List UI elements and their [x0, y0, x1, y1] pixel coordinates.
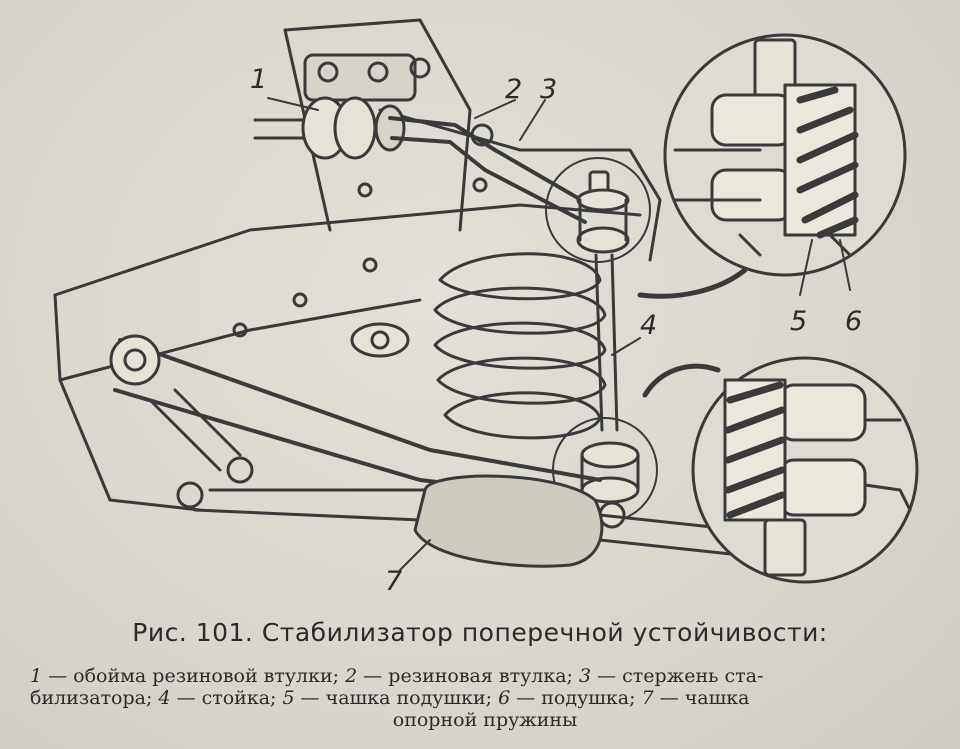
- legend-text: — стержень ста-: [591, 665, 764, 687]
- inset-upper-detail: [663, 33, 907, 277]
- legend-line: опорной пружины: [30, 709, 940, 731]
- callout-7: 7: [385, 566, 403, 597]
- legend-number: 2: [345, 665, 358, 687]
- callout-3: 3: [540, 74, 558, 105]
- figure-caption-title: Рис. 101. Стабилизатор поперечной устойч…: [132, 618, 828, 647]
- stabilizer-bar: [357, 116, 592, 224]
- callout-2: 2: [505, 74, 523, 105]
- legend-number: 3: [578, 665, 592, 687]
- callout-6: 6: [845, 306, 863, 337]
- inset-lower-detail: [691, 356, 919, 584]
- stabilizer-diagram: [53, 18, 919, 584]
- legend-line: билизатора; 4 — стойка; 5 — чашка подушк…: [30, 687, 940, 709]
- legend-text: опорной пружины: [392, 709, 578, 731]
- rotation-arrows: [637, 267, 748, 398]
- legend-text: — чашка: [653, 687, 750, 709]
- legend-number: 6: [498, 687, 511, 709]
- callout-4: 4: [640, 310, 658, 341]
- bushing-bracket: [253, 53, 431, 160]
- leader-lines: [267, 97, 851, 571]
- legend-number: 5: [282, 687, 295, 709]
- callout-5: 5: [790, 306, 808, 337]
- legend-text: — чашка подушки;: [294, 687, 499, 709]
- legend-number: 4: [158, 687, 171, 709]
- mount-stud: [232, 257, 410, 358]
- legend-number: 7: [641, 687, 654, 709]
- callout-1: 1: [250, 64, 268, 95]
- legend-text: — стойка;: [170, 687, 283, 709]
- legend-number: 1: [30, 665, 43, 687]
- legend-text: — резиновая втулка;: [357, 665, 579, 687]
- upper-link-joint: [545, 157, 651, 263]
- legend-line: 1 — обойма резиновой втулки; 2 — резинов…: [30, 665, 940, 687]
- spring-cup: [413, 474, 604, 568]
- coil-spring: [433, 252, 607, 440]
- legend-text: — подушка;: [510, 687, 642, 709]
- legend-text: — обойма резиновой втулки;: [42, 665, 346, 687]
- figure-legend: 1 — обойма резиновой втулки; 2 — резинов…: [30, 665, 940, 731]
- legend-text: билизатора;: [30, 687, 159, 709]
